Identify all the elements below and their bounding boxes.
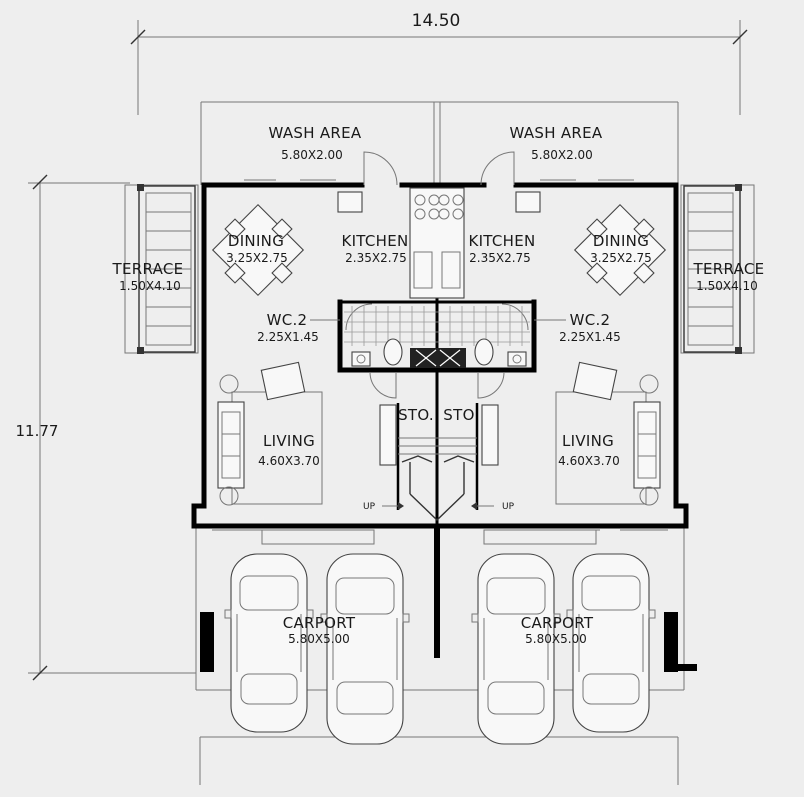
carport-left-name: CARPORT (283, 614, 356, 632)
stair-right-up: UP (502, 502, 515, 512)
dining-set-left (211, 203, 305, 297)
wash-area-left-name: WASH AREA (269, 124, 362, 142)
living-right-name: LIVING (562, 432, 614, 450)
terrace-left-size: 1.50X4.10 (119, 279, 181, 293)
living-furniture-right (555, 361, 661, 506)
overall-depth-label: 11.77 (16, 422, 59, 440)
carport-right-size: 5.80X5.00 (525, 632, 587, 646)
living-left-name: LIVING (263, 432, 315, 450)
car-2 (320, 553, 410, 745)
kitchen-fixtures (337, 187, 541, 299)
wc-left-size: 2.25X1.45 (257, 330, 319, 344)
kitchen-left-size: 2.35X2.75 (345, 251, 407, 265)
dining-right-name: DINING (593, 232, 649, 250)
storage-right-name: STO (443, 406, 474, 424)
dining-set-right (573, 203, 667, 297)
carport-right-name: CARPORT (521, 614, 594, 632)
living-left-size: 4.60X3.70 (258, 454, 320, 468)
wc-left-name: WC.2 (267, 311, 308, 329)
terrace-right-size: 1.50X4.10 (696, 279, 758, 293)
dining-right-size: 3.25X2.75 (590, 251, 652, 265)
overall-width-dimension: 14.50 (130, 11, 748, 115)
wash-area-right-size: 5.80X2.00 (531, 148, 593, 162)
dining-left-name: DINING (228, 232, 284, 250)
car-3 (471, 553, 561, 745)
wc-right-size: 2.25X1.45 (559, 330, 621, 344)
walls (191, 182, 697, 672)
car-4 (566, 553, 656, 733)
windows (212, 179, 668, 545)
terrace-left-name: TERRACE (112, 260, 184, 278)
storage-left-name: STO. (398, 406, 434, 424)
overall-depth-dimension: 11.77 (16, 174, 196, 681)
living-furniture-left (217, 361, 323, 506)
wash-area-left-size: 5.80X2.00 (281, 148, 343, 162)
terrace-right-name: TERRACE (693, 260, 765, 278)
overall-width-label: 14.50 (412, 11, 461, 31)
terrace-left (124, 184, 199, 354)
stair-left-up: UP (363, 502, 376, 512)
terrace-right (680, 184, 755, 354)
wash-area-right-name: WASH AREA (510, 124, 603, 142)
wc-fixtures (344, 306, 530, 368)
stairs (379, 404, 499, 521)
wc-right-name: WC.2 (570, 311, 611, 329)
carport-left-size: 5.80X5.00 (288, 632, 350, 646)
kitchen-left-name: KITCHEN (341, 232, 408, 250)
living-right-size: 4.60X3.70 (558, 454, 620, 468)
dining-left-size: 3.25X2.75 (226, 251, 288, 265)
kitchen-right-size: 2.35X2.75 (469, 251, 531, 265)
car-1 (224, 553, 314, 733)
kitchen-right-name: KITCHEN (468, 232, 535, 250)
